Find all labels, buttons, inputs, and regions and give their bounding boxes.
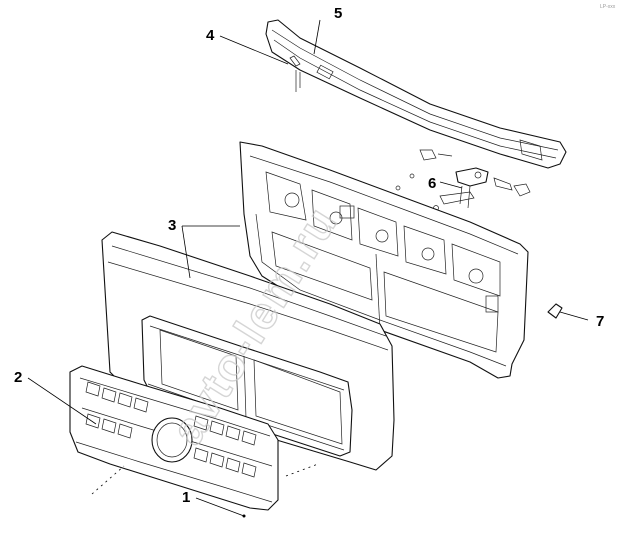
callout-6: 6 xyxy=(428,175,436,192)
callout-4: 4 xyxy=(206,27,215,44)
callout-7: 7 xyxy=(596,313,604,330)
clip-part xyxy=(547,303,563,319)
callout-labels: 5 4 6 3 7 2 1 xyxy=(14,5,604,506)
callout-2: 2 xyxy=(14,369,22,386)
emblem xyxy=(151,417,193,463)
callout-5: 5 xyxy=(334,5,342,22)
upper-cross-member xyxy=(265,19,567,169)
callout-3: 3 xyxy=(168,217,176,234)
front-grille xyxy=(69,365,279,511)
callout-1: 1 xyxy=(182,489,190,506)
front-panel-outer xyxy=(101,231,395,471)
latch-bracket-group xyxy=(395,167,531,211)
leader-lines xyxy=(27,19,589,518)
inner-panel-frame xyxy=(239,141,529,379)
corner-mark: LP-xxx xyxy=(600,4,616,10)
